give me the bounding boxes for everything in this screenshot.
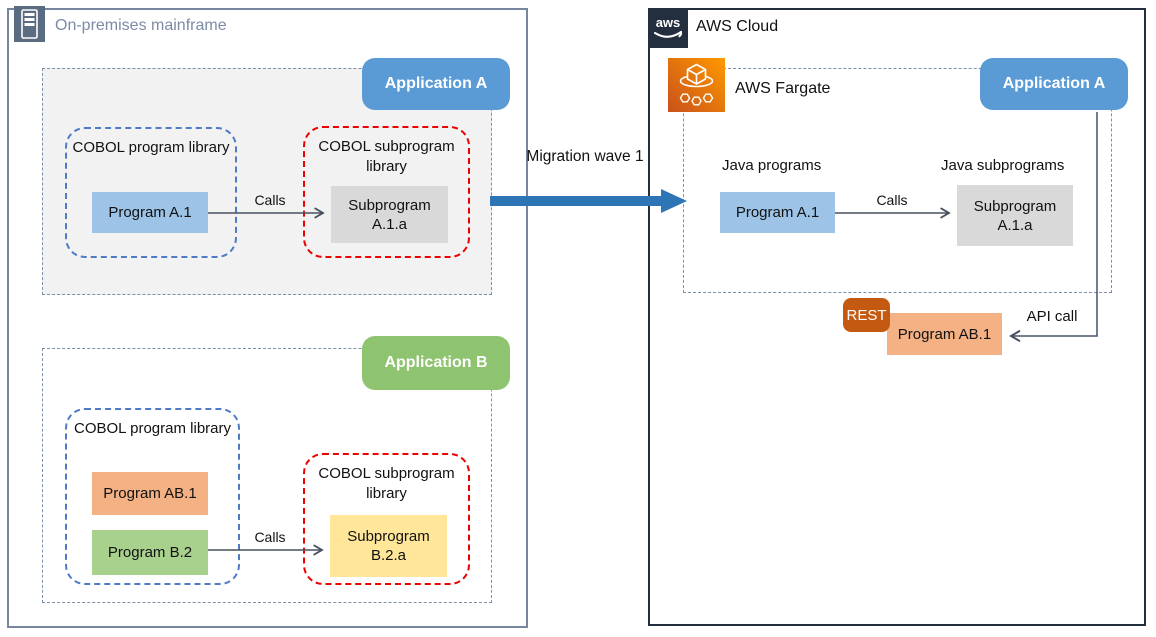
java-subprograms-label: Java subprograms: [941, 157, 1065, 174]
cobol-program-library-a-title: COBOL program library: [72, 139, 230, 156]
program-b2-box: Program B.2: [92, 530, 208, 575]
cobol-subprogram-library-b-title: COBOL subprogram library: [318, 465, 455, 502]
aws-logo-text: aws: [656, 15, 681, 30]
rest-badge: REST: [843, 298, 890, 332]
program-ab1-box-aws: Program AB.1: [887, 313, 1002, 355]
java-programs-label: Java programs: [722, 157, 822, 174]
fargate-label: AWS Fargate: [735, 80, 831, 97]
cobol-subprogram-library-a: COBOL subprogram library: [303, 126, 470, 258]
cobol-subprogram-library-a-title: COBOL subprogram library: [318, 138, 455, 175]
program-a1-box-aws: Program A.1: [720, 192, 835, 233]
cobol-subprogram-library-b: COBOL subprogram library: [303, 453, 470, 585]
calls-label-aws: Calls: [876, 192, 908, 208]
api-call-label: API call: [1026, 308, 1078, 325]
program-ab1-box: Program AB.1: [92, 472, 208, 515]
application-b-badge: Application B: [362, 336, 510, 390]
program-a1-box: Program A.1: [92, 192, 208, 233]
application-a-badge: Application A: [362, 58, 510, 110]
calls-label-b: Calls: [254, 529, 286, 545]
subprogram-b2a-box: Subprogram B.2.a: [330, 515, 447, 577]
cobol-program-library-b: COBOL program library: [65, 408, 240, 585]
mainframe-server-icon: [14, 6, 45, 42]
subprogram-a1a-box: Subprogram A.1.a: [331, 186, 448, 243]
cobol-program-library-b-title: COBOL program library: [74, 420, 231, 437]
onprem-title: On-premises mainframe: [55, 17, 227, 34]
aws-logo-icon: aws: [648, 8, 688, 48]
aws-cloud-title: AWS Cloud: [696, 18, 779, 35]
migration-wave-label: Migration wave 1: [526, 148, 644, 165]
aws-fargate-icon: [668, 58, 725, 112]
calls-label-a: Calls: [254, 192, 286, 208]
subprogram-a1a-box-aws: Subprogram A.1.a: [957, 185, 1073, 246]
cobol-program-library-a: COBOL program library: [65, 127, 237, 258]
application-a-badge-aws: Application A: [980, 58, 1128, 110]
